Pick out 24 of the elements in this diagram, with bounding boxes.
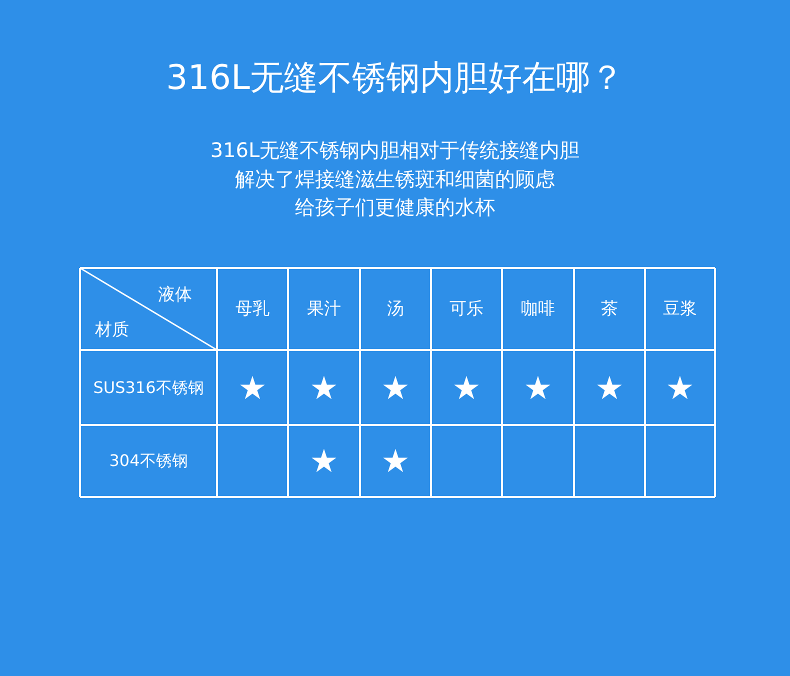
star-icon: ★ — [381, 372, 410, 404]
column-header: 茶 — [601, 300, 618, 318]
star-icon: ★ — [452, 372, 481, 404]
star-icon: ★ — [310, 445, 338, 477]
column-header: 可乐 — [450, 300, 484, 318]
star-icon: ★ — [238, 372, 267, 404]
star-icon: ★ — [666, 372, 694, 404]
star-icon: ★ — [310, 372, 338, 404]
star-icon: ★ — [595, 372, 624, 404]
column-header: 豆浆 — [663, 300, 697, 318]
column-header: 咖啡 — [521, 300, 555, 318]
page-title: 316L无缝不锈钢内胆好在哪？ — [165, 57, 625, 100]
column-header: 液体 — [158, 284, 192, 306]
star-icon: ★ — [524, 372, 552, 404]
subtitle-line: 316L无缝不锈钢内胆相对于传统接缝内胆 — [209, 137, 581, 164]
column-header: 果汁 — [307, 300, 341, 318]
subtitle-line: 解决了焊接缝滋生锈斑和细菌的顾虑 — [234, 166, 556, 192]
column-header: 汤 — [387, 300, 404, 318]
row-header: 304不锈钢 — [109, 453, 188, 469]
row-header: SUS316不锈钢 — [93, 380, 204, 396]
subtitle-line: 给孩子们更健康的水杯 — [294, 194, 496, 221]
column-header: 母乳 — [236, 300, 270, 318]
star-icon: ★ — [381, 445, 410, 477]
row-header: 材质 — [95, 319, 129, 341]
